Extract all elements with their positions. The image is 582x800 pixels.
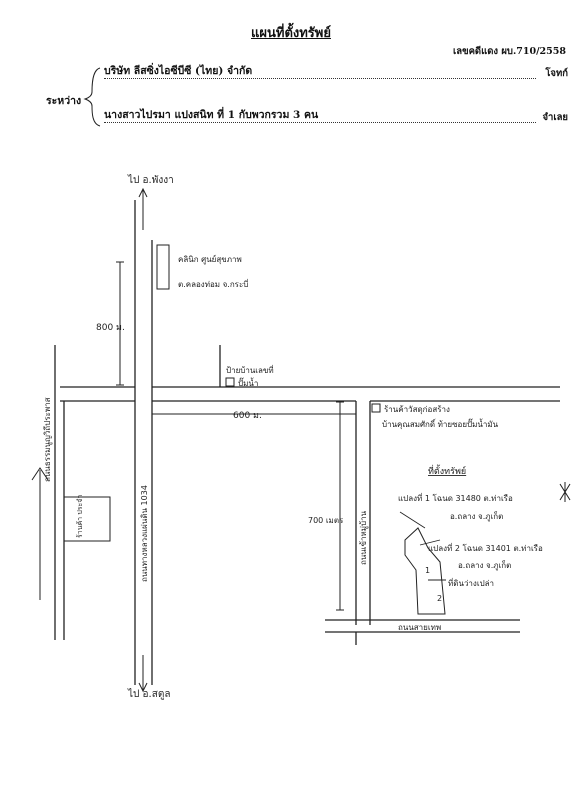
property-plot-outline [404, 527, 446, 615]
dist-south-label: 700 เมตร [308, 516, 344, 525]
plot2-sub-label: อ.ถลาง จ.ภูเก็ต [458, 560, 511, 571]
brace-mark [83, 67, 101, 127]
compass-star-icon [559, 482, 571, 502]
plot1-label: แปลงที่ 1 โฉนด 31480 ต.ท่าเรือ [398, 492, 513, 503]
page-title: แผนที่ตั้งทรัพย์ [251, 26, 331, 41]
case-number: เลขคดีแดง ผบ.710/2558 [453, 46, 566, 57]
leader-line-2 [419, 539, 441, 546]
plot1-sub-label: อ.ถลาง จ.ภูเก็ต [450, 511, 503, 522]
main-road-label: ถนนทางหลวงแผ่นดิน 1034 [140, 485, 149, 582]
defendant-role: จำเลย [542, 112, 568, 123]
north-arrow-head [138, 187, 148, 198]
dist-north-label: 800 ม. [96, 323, 125, 333]
school-sub-label: ปั๊มน้ำ [238, 377, 258, 388]
bottom-road-label: ถนนสายเทพ [398, 623, 441, 632]
west-arrow-head [31, 467, 49, 481]
plot-number-1: 1 [425, 566, 430, 575]
shop-label: ร้านค้าวัสดุก่อสร้าง [384, 405, 450, 414]
between-label: ระหว่าง [46, 95, 82, 107]
clinic-label: คลินิก ศูนย์สุขภาพ [178, 254, 242, 265]
plot2-label: แปลงที่ 2 โฉนด 31401 ต.ท่าเรือ [428, 542, 543, 553]
property-heading: ที่ตั้งทรัพย์ [428, 464, 466, 477]
north-label: ไป อ.พังงา [127, 174, 174, 186]
plot2-note: ที่ดินว่างเปล่า [448, 577, 494, 588]
school-marker [225, 377, 235, 387]
south-label: ไป อ.สตูล [127, 688, 170, 700]
west-road-label: ถนนธรรมนูญวิถีประพาส [43, 397, 53, 482]
dist-east-label: 600 ม. [233, 411, 262, 421]
plot-number-2: 2 [437, 594, 442, 603]
defendant-name: นางสาวไปรมา แปงสนิท ที่ 1 กับพวกรวม 3 คน [104, 108, 536, 123]
small-box-label: ร้านค้า ประจำ [76, 495, 84, 538]
clinic-box [156, 244, 170, 290]
side-road-label: ถนนเข้าหมู่บ้าน [359, 510, 369, 565]
south-arrow-head [138, 682, 148, 693]
shop-box [63, 496, 111, 542]
shop-marker [371, 403, 381, 413]
school-label: ป้ายบ้านเลขที่ [226, 364, 274, 375]
plaintiff-name: บริษัท ลีสซิ่งไอซีบีซี (ไทย) จำกัด [104, 64, 536, 79]
leader-line-1 [399, 511, 426, 529]
shop-sub-label: บ้านคุณสมศักดิ์ ท้ายซอยปั๊มน้ำมัน [382, 418, 499, 429]
clinic-sub-label: ต.คลองท่อม จ.กระบี่ [178, 278, 248, 289]
plaintiff-role: โจทก์ [545, 68, 568, 79]
